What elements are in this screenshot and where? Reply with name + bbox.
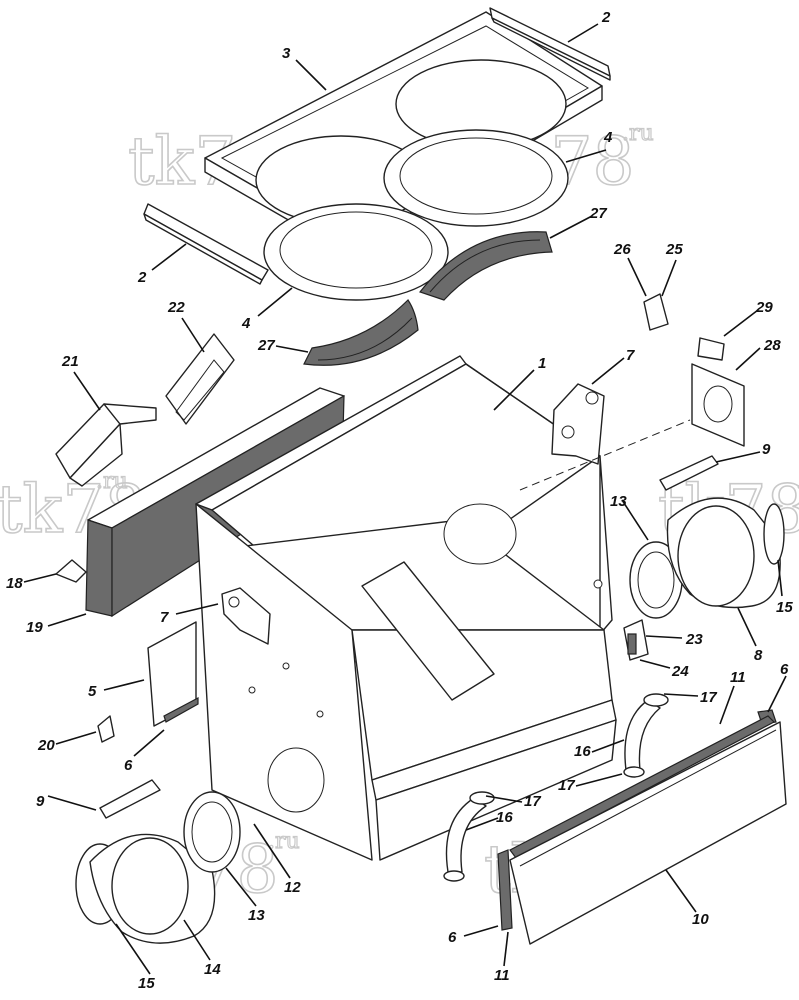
callout-label: 13 — [248, 907, 265, 924]
blower-14 — [89, 833, 216, 944]
callout-label: 9 — [36, 793, 45, 810]
alignment-line — [519, 419, 691, 491]
plate-7-left — [221, 587, 271, 645]
callout-label: 7 — [160, 609, 169, 626]
callout-label: 20 — [37, 737, 55, 754]
callout-label: 12 — [284, 879, 301, 896]
callout-label: 6 — [780, 661, 789, 678]
adapter-ring-13-left — [183, 791, 241, 873]
blower-8 — [666, 497, 781, 609]
front-cover-10 — [509, 721, 787, 945]
blower-bracket-9-left — [99, 779, 161, 819]
callout-label: 21 — [61, 353, 79, 370]
callout-label: 23 — [685, 631, 703, 648]
callout-label: 11 — [730, 669, 746, 686]
callout-label: 4 — [603, 129, 613, 146]
callout-label: 4 — [241, 315, 251, 332]
callout-label: 16 — [574, 743, 591, 760]
plate-29 — [697, 337, 725, 361]
callout-label: 27 — [589, 205, 607, 222]
callout-label: 17 — [558, 777, 575, 794]
callout-label: 9 — [762, 441, 771, 458]
callout-label: 6 — [124, 757, 133, 774]
callout-label: 3 — [282, 45, 291, 62]
callout-label: 2 — [137, 269, 147, 286]
callout-label: 15 — [776, 599, 793, 616]
hose-16-left — [443, 791, 495, 882]
bracket-22 — [165, 333, 235, 425]
plate-7-right — [551, 383, 605, 465]
bracket-20 — [97, 715, 115, 743]
callout-label: 24 — [671, 663, 689, 680]
callout-label: 28 — [763, 337, 781, 354]
fan-ring-left — [263, 203, 449, 301]
callout-label: 17 — [524, 793, 541, 810]
watermark-suffix: .ru — [622, 121, 654, 146]
mounting-rail-top — [489, 7, 611, 81]
callout-label: 18 — [6, 575, 23, 592]
watermark-suffix: .ru — [96, 469, 128, 494]
fan-guard-right — [419, 231, 553, 301]
callout-label: 8 — [754, 647, 763, 664]
callout-arrows — [23, 23, 787, 975]
mounting-rail-left — [143, 203, 269, 285]
bracket-25-26 — [643, 293, 669, 331]
bracket-21 — [55, 403, 157, 487]
callout-label: 16 — [496, 809, 513, 826]
callout-label: 1 — [538, 355, 546, 372]
gasket-11-top — [509, 715, 775, 859]
callout-label: 17 — [700, 689, 717, 706]
callout-label: 15 — [138, 975, 155, 992]
callout-label: 26 — [613, 241, 631, 258]
callout-label: 6 — [448, 929, 457, 946]
callout-labels: 1 2 2 3 4 4 5 6 6 6 7 7 8 9 9 10 11 11 1… — [6, 9, 793, 992]
callout-label: 13 — [610, 493, 627, 510]
watermark-suffix: .ru — [268, 829, 300, 854]
plate-28 — [691, 363, 745, 447]
side-panel-5 — [147, 621, 197, 727]
strip-6-left — [163, 697, 199, 723]
callout-label: 2 — [601, 9, 611, 26]
clip-18 — [55, 559, 87, 583]
watermark-suffix: .ru — [796, 469, 799, 494]
bracket-23-24 — [623, 619, 649, 661]
strip-6-bottom — [497, 849, 513, 931]
callout-label: 29 — [755, 299, 773, 316]
callout-label: 10 — [692, 911, 709, 928]
callout-label: 19 — [26, 619, 43, 636]
fan-ring-right — [383, 129, 569, 227]
fan-guard-left — [303, 299, 419, 366]
callout-label: 5 — [88, 683, 97, 700]
main-housing — [195, 355, 617, 861]
blower-bracket-9-right — [659, 455, 719, 491]
callout-label: 22 — [167, 299, 185, 316]
callout-label: 25 — [665, 241, 683, 258]
callout-label: 7 — [626, 347, 635, 364]
callout-label: 14 — [204, 961, 221, 978]
inlet-ring-15-right — [763, 503, 785, 565]
callout-label: 11 — [494, 967, 510, 984]
hose-16-right — [623, 693, 669, 778]
callout-label: 27 — [257, 337, 275, 354]
